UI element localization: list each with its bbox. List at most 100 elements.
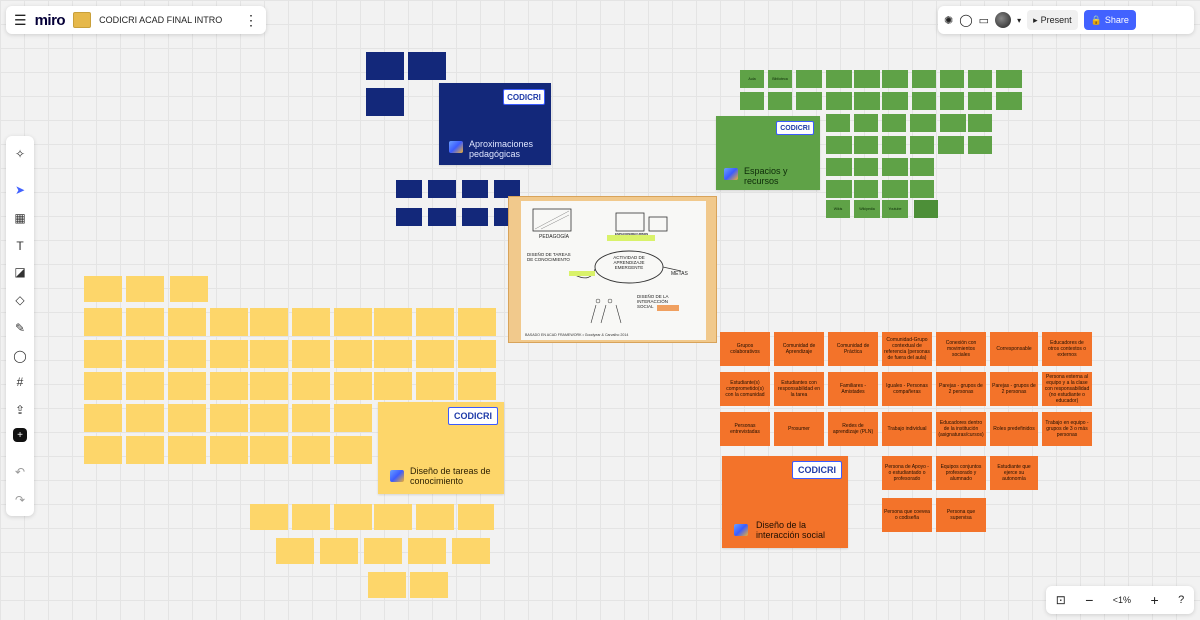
hamburger-menu-icon[interactable]: ☰ (14, 11, 27, 28)
yellow-note[interactable] (250, 504, 288, 530)
green-note[interactable] (940, 92, 964, 110)
yellow-note[interactable] (168, 340, 206, 368)
yellow-note[interactable] (168, 372, 206, 400)
yellow-note[interactable] (168, 436, 206, 464)
yellow-note[interactable] (126, 372, 164, 400)
help-icon[interactable]: ? (1178, 594, 1185, 606)
yellow-note[interactable] (126, 436, 164, 464)
green-note[interactable] (912, 92, 936, 110)
green-note[interactable]: Youtube (882, 200, 908, 218)
yellow-note[interactable] (84, 436, 122, 464)
reactions-icon[interactable]: ✺ (944, 14, 954, 27)
undo-icon[interactable]: ↶ (14, 465, 26, 479)
more-vertical-icon[interactable]: ⋮ (244, 11, 258, 28)
orange-note[interactable]: Prosumer (774, 412, 824, 446)
yellow-note[interactable] (126, 340, 164, 368)
green-note[interactable] (882, 92, 908, 110)
text-icon[interactable]: T (16, 239, 24, 253)
templates-icon[interactable]: ▦ (14, 211, 26, 225)
green-note[interactable] (826, 180, 852, 198)
orange-note[interactable]: Comunidad de Práctica (828, 332, 878, 366)
framework-sketch-image[interactable]: PEDAGOGÍA ESPACIOS/RECURSOS DISEÑO DE TA… (508, 196, 717, 343)
yellow-note[interactable] (334, 504, 372, 530)
blue-card[interactable] (396, 180, 422, 198)
green-note[interactable] (826, 92, 852, 110)
green-note[interactable] (910, 136, 934, 154)
green-note[interactable] (826, 158, 852, 176)
redo-icon[interactable]: ↷ (14, 493, 26, 507)
yellow-note[interactable] (374, 504, 412, 530)
yellow-note[interactable] (126, 308, 164, 336)
green-note[interactable] (938, 136, 964, 154)
green-note[interactable] (768, 92, 792, 110)
board-title[interactable]: CODICRI ACAD FINAL INTRO (99, 15, 223, 25)
present-button[interactable]: ▸ Present (1027, 10, 1078, 30)
yellow-note[interactable] (408, 538, 446, 564)
yellow-note[interactable] (292, 340, 330, 368)
yellow-note[interactable] (334, 308, 372, 336)
orange-note[interactable]: Persona de Apoyo - o estudiantado o prof… (882, 456, 932, 490)
yellow-note[interactable] (276, 538, 314, 564)
green-note[interactable] (910, 158, 934, 176)
blue-card[interactable] (462, 180, 488, 198)
blue-card[interactable] (366, 52, 404, 80)
sticky-note-icon[interactable]: ◪ (14, 265, 26, 279)
blue-card[interactable] (428, 208, 456, 226)
yellow-note[interactable] (458, 372, 496, 400)
green-note[interactable] (796, 70, 822, 88)
orange-note[interactable]: Educadores dentro de la institución (asi… (936, 412, 986, 446)
green-note[interactable] (882, 114, 906, 132)
green-note[interactable] (882, 158, 908, 176)
green-note[interactable]: Wikis (826, 200, 850, 218)
yellow-note[interactable] (334, 340, 372, 368)
yellow-note[interactable] (410, 572, 448, 598)
green-note[interactable]: Aula (740, 70, 764, 88)
yellow-note[interactable] (364, 538, 402, 564)
orange-note[interactable]: Trabajo individual (882, 412, 932, 446)
yellow-note[interactable] (320, 538, 358, 564)
yellow-note[interactable] (250, 372, 288, 400)
green-note[interactable] (854, 158, 878, 176)
frame-diseno-de-tareas[interactable]: CODICRI Diseño de tareas de conocimiento (378, 402, 504, 494)
yellow-note[interactable] (84, 276, 122, 302)
frame-diseno-interaccion-social[interactable]: CODICRI Diseño de la interacción social (722, 456, 848, 548)
yellow-note[interactable] (210, 404, 248, 432)
green-note[interactable] (826, 136, 852, 154)
green-note[interactable] (854, 180, 878, 198)
frame-aproximaciones-pedagogicas[interactable]: CODICRI Aproximaciones pedagógicas (439, 83, 551, 165)
miro-logo[interactable]: miro (34, 11, 66, 29)
orange-note[interactable]: Persona externa al equipo y a la clase c… (1042, 372, 1092, 406)
comment-icon[interactable]: ◯ (13, 349, 27, 363)
orange-note[interactable]: Parejas - grupos de 2 personas (936, 372, 986, 406)
add-icon[interactable]: + (13, 428, 27, 442)
yellow-note[interactable] (374, 340, 412, 368)
yellow-note[interactable] (334, 436, 372, 464)
yellow-note[interactable] (458, 340, 496, 368)
orange-note[interactable]: Comunidad-Grupo contextual de referencia… (882, 332, 932, 366)
green-note[interactable] (796, 92, 822, 110)
yellow-note[interactable] (458, 504, 494, 530)
green-note[interactable] (854, 92, 880, 110)
yellow-note[interactable] (416, 308, 454, 336)
yellow-note[interactable] (416, 340, 454, 368)
yellow-note[interactable] (292, 436, 330, 464)
yellow-note[interactable] (334, 372, 372, 400)
upload-icon[interactable]: ⇪ (14, 403, 26, 417)
yellow-note[interactable] (374, 308, 412, 336)
green-note[interactable] (996, 70, 1022, 88)
yellow-note[interactable] (374, 372, 412, 400)
green-note[interactable]: Biblioteca (768, 70, 792, 88)
blue-card[interactable] (408, 52, 446, 80)
yellow-note[interactable] (168, 308, 206, 336)
yellow-note[interactable] (250, 340, 288, 368)
orange-note[interactable]: Parejas - grupos de 2 personas (990, 372, 1038, 406)
green-note[interactable] (968, 92, 992, 110)
green-note[interactable] (740, 92, 764, 110)
orange-note[interactable]: Trabajo en equipo - grupos de 3 o más pe… (1042, 412, 1092, 446)
fit-to-screen-icon[interactable]: ⊡ (1055, 593, 1066, 607)
magic-icon[interactable]: ✧ (14, 147, 26, 161)
orange-note[interactable]: Iguales - Personas compañeras (882, 372, 932, 406)
yellow-note[interactable] (292, 308, 330, 336)
yellow-note[interactable] (250, 404, 288, 432)
